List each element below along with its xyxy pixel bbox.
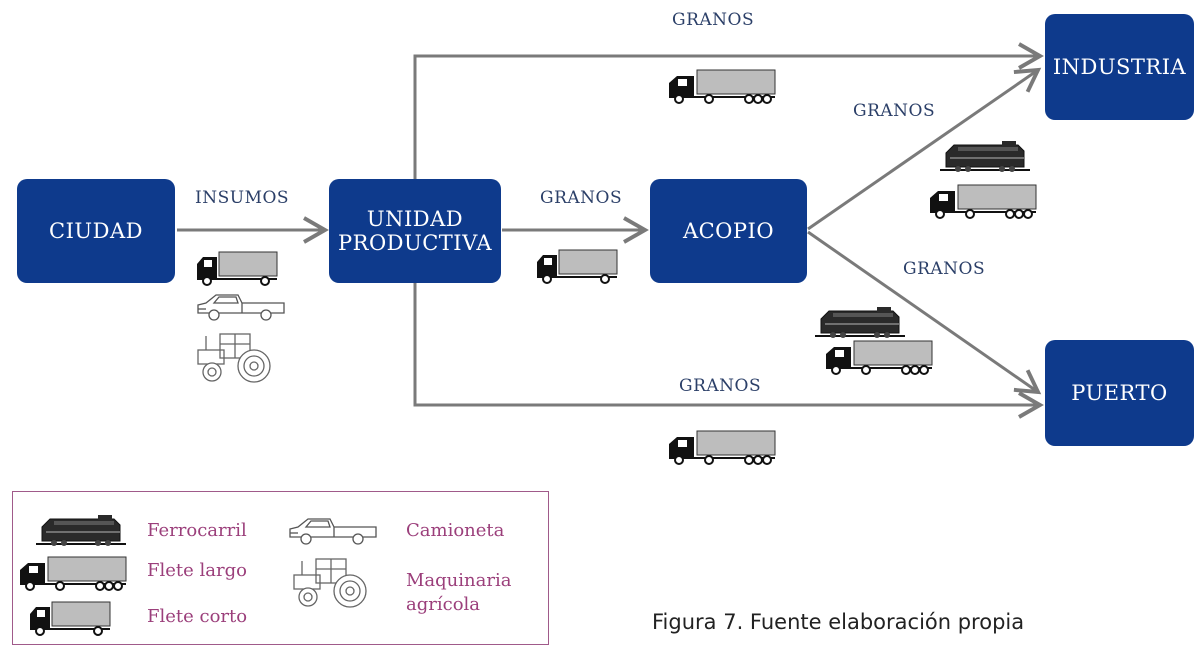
- node-acopio: ACOPIO: [650, 179, 807, 283]
- legend-label-maquinaria-line2: agrícola: [406, 594, 481, 615]
- node-acopio-label: ACOPIO: [682, 218, 775, 243]
- edge-label-granos-puerto-direct: GRANOS: [679, 376, 762, 396]
- edge-label-granos-acopio: GRANOS: [540, 188, 623, 208]
- locomotive-icon: [814, 306, 906, 339]
- legend-label-flete-largo: Flete largo: [147, 560, 247, 581]
- node-unidad-label-line1: UNIDAD: [366, 206, 464, 231]
- node-ciudad: CIUDAD: [17, 179, 175, 283]
- figure-caption: Figura 7. Fuente elaboración propia: [652, 610, 1025, 634]
- legend-label-maquinaria-line1: Maquinaria: [406, 570, 512, 591]
- flete-largo-icon: [929, 184, 1037, 219]
- node-puerto-label: PUERTO: [1071, 380, 1168, 405]
- node-ciudad-label: CIUDAD: [49, 218, 143, 243]
- node-puerto: PUERTO: [1045, 340, 1194, 446]
- edge-unidad-puerto: [413, 282, 1044, 419]
- node-unidad-label-line2: PRODUCTIVA: [338, 231, 492, 255]
- legend-label-ferrocarril: Ferrocarril: [147, 520, 247, 541]
- camioneta-icon: [197, 294, 285, 321]
- legend-label-flete-corto: Flete corto: [147, 606, 248, 627]
- edge-unidad-industria: [413, 42, 1044, 180]
- edge-label-granos-acopio-industria: GRANOS: [853, 101, 936, 121]
- locomotive-icon: [939, 140, 1031, 173]
- edge-lines: [177, 42, 1044, 419]
- tractor-icon: [197, 333, 271, 383]
- flete-largo-icon: [668, 69, 776, 104]
- node-industria-label: INDUSTRIA: [1052, 54, 1187, 79]
- flete-corto-icon: [536, 249, 618, 284]
- legend-label-camioneta: Camioneta: [406, 520, 505, 541]
- edge-label-granos-acopio-puerto: GRANOS: [903, 259, 986, 279]
- flete-corto-icon: [196, 251, 278, 286]
- flete-largo-icon: [825, 340, 933, 375]
- legend-box: [12, 491, 549, 645]
- edge-label-insumos: INSUMOS: [195, 188, 290, 208]
- edge-acopio-puerto: [807, 230, 1042, 395]
- node-unidad-productiva: UNIDAD PRODUCTIVA: [329, 179, 501, 283]
- edge-acopio-industria: [807, 67, 1042, 231]
- flete-largo-icon: [668, 430, 776, 465]
- edge-label-granos-industria-direct: GRANOS: [672, 10, 755, 30]
- node-industria: INDUSTRIA: [1045, 14, 1194, 120]
